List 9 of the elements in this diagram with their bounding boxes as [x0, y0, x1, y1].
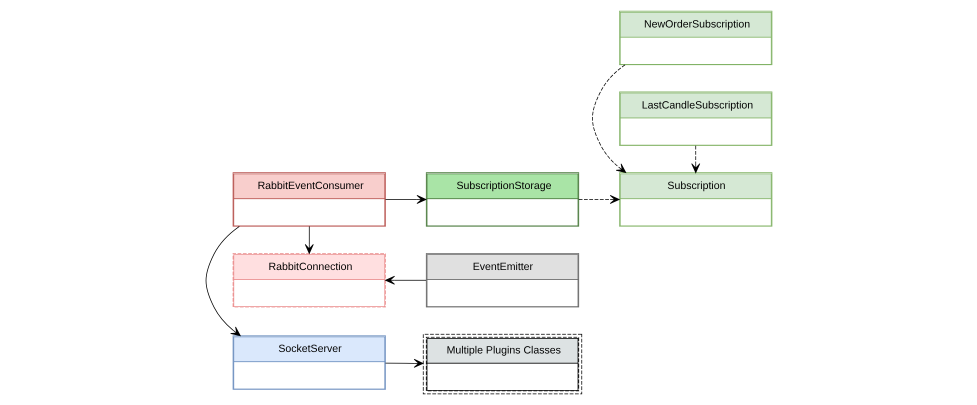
node-box: Multiple Plugins Classes: [422, 334, 582, 394]
arrow: [384, 358, 424, 368]
arrow: [690, 145, 700, 174]
arrow: [384, 276, 426, 285]
arrow: [304, 226, 314, 254]
arrow: [384, 195, 426, 204]
arrow: [578, 195, 620, 204]
arrow: [205, 226, 240, 336]
arrow: [592, 64, 626, 173]
